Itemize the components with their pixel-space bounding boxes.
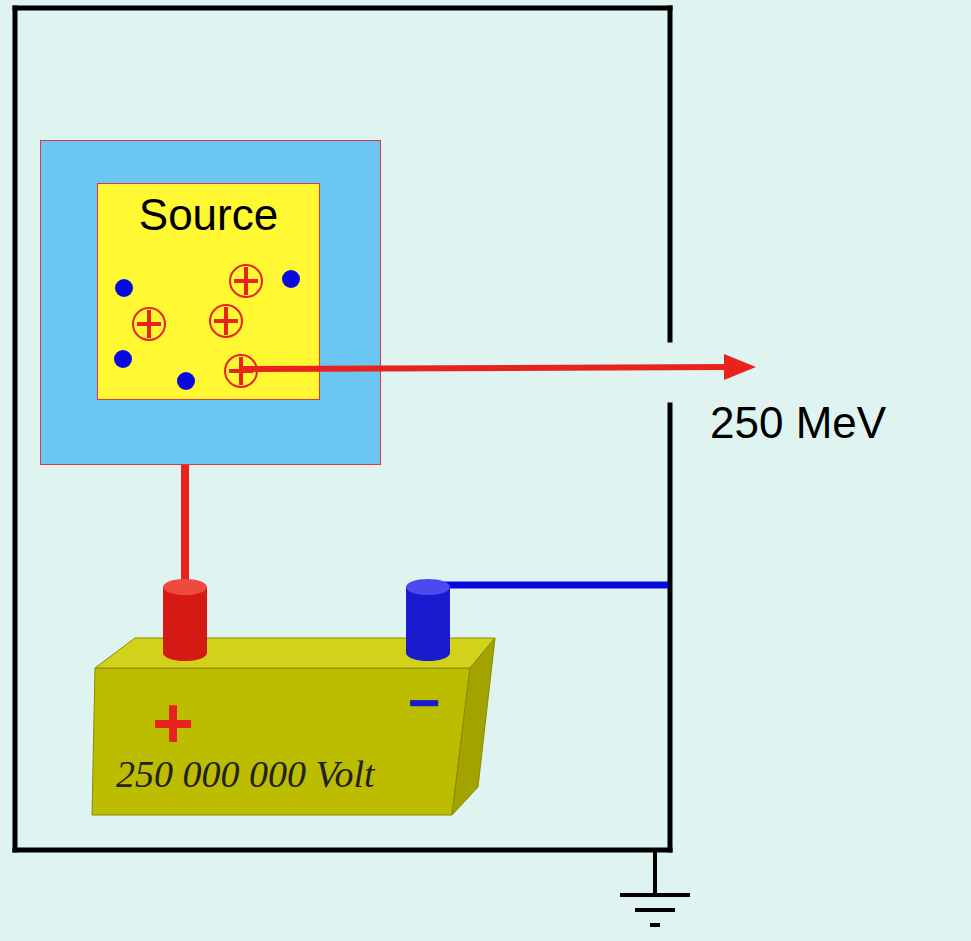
electron-dot: [282, 270, 300, 288]
source-chamber: Source: [97, 183, 320, 400]
proton-beam: [240, 367, 728, 369]
ion-symbol: [230, 265, 262, 297]
voltage-label: 250 000 000 Volt: [116, 753, 375, 795]
negative-sign: −: [408, 671, 441, 734]
electron-dot: [177, 372, 195, 390]
ion-source-box: Source: [40, 140, 381, 465]
ground-symbol: [620, 850, 690, 925]
ion-symbol: [225, 355, 257, 387]
ion-symbol: [133, 308, 165, 340]
energy-label: 250 MeV: [710, 398, 886, 447]
source-label: Source: [139, 190, 278, 240]
battery: + −250 000 000 Volt: [90, 575, 500, 820]
ion-symbol: [210, 305, 242, 337]
supply-wire: [181, 465, 189, 587]
beam-arrowhead: [724, 354, 756, 380]
positive-sign: +: [152, 683, 194, 763]
housing-frame: [15, 8, 670, 850]
electron-dot: [114, 350, 132, 368]
electron-dot: [115, 279, 133, 297]
negative-wire: [428, 585, 668, 590]
